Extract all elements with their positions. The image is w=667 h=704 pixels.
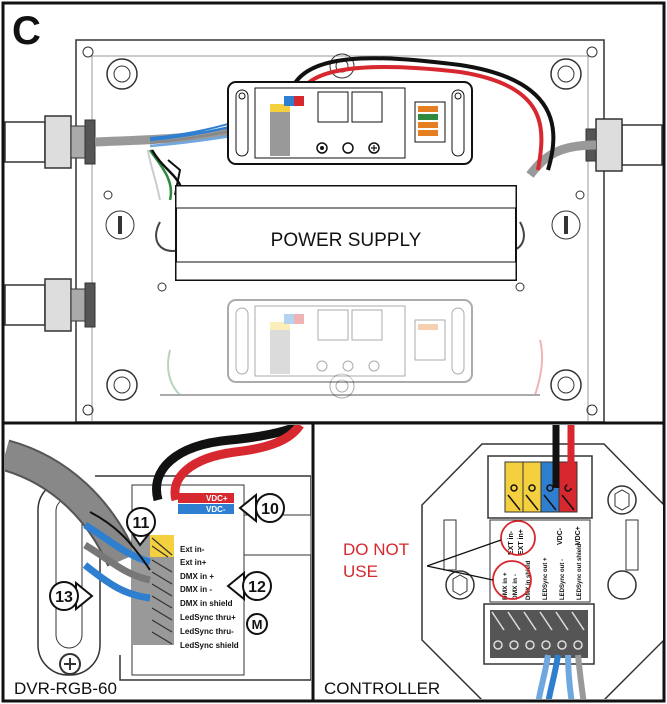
terminal-label: DMX in shield [180, 599, 233, 608]
top-panel: POWER SUPPLY C [4, 9, 663, 423]
terminal-label: LedSync shield [180, 641, 239, 650]
callout-11: 12 [226, 570, 272, 602]
callout-13: 13 [49, 580, 94, 612]
mounting-boss [329, 373, 355, 399]
mounting-boss [551, 210, 581, 240]
terminal-label: Ext in- [180, 545, 205, 554]
warning-text-line1: DO NOT [343, 540, 409, 559]
outgoing-cable [526, 140, 597, 178]
controller-bottom-label: DMX in + [502, 572, 509, 600]
right-panel: EXT in- EXT in+ VDC- VDC+ DMX in + DMX i… [324, 425, 663, 699]
corner-screw [586, 404, 598, 416]
controller-bottom-label: LEDSync out shield [577, 543, 583, 600]
driver-module-faded [160, 299, 544, 396]
warning-text-line2: USE [343, 562, 378, 581]
controller-bottom-label: DMX in - [512, 574, 519, 600]
svg-text:13: 13 [55, 589, 73, 606]
controller-bottom-label: DMX in shield [526, 560, 532, 600]
power-supply-label: POWER SUPPLY [271, 230, 422, 251]
svg-text:M: M [252, 617, 263, 632]
callout-10: 10 [238, 492, 285, 524]
right-panel-caption: CONTROLLER [324, 679, 440, 698]
terminal-label: DMX in - [180, 585, 212, 594]
power-wires [288, 56, 556, 171]
terminal-label: LedSync thru+ [180, 613, 236, 622]
vdc-plus-label: VDC+ [206, 494, 228, 503]
cable-gland-right [585, 118, 663, 172]
corner-screw [586, 46, 598, 58]
figure-letter: C [12, 9, 41, 53]
terminal-label: Ext in+ [180, 558, 207, 567]
svg-text:12: 12 [248, 579, 266, 596]
controller-top-label: EXT in+ [518, 529, 525, 555]
svg-text:11: 11 [133, 515, 150, 532]
corner-screw [82, 46, 94, 58]
cable-gland-left-bottom [4, 278, 96, 332]
mounting-boss [106, 369, 138, 401]
left-panel-caption: DVR-RGB-60 [14, 679, 117, 698]
controller-bottom-label: LEDSync out - [560, 559, 566, 600]
corner-screw [82, 404, 94, 416]
vdc-minus-label: VDC- [206, 505, 226, 514]
terminal-contacts [151, 537, 173, 645]
cable-gland-left-top [4, 115, 96, 169]
warning-circle-ext [500, 520, 536, 556]
controller-bottom-label: LEDSync out + [543, 557, 549, 600]
controller-top-label: VDC- [557, 527, 564, 545]
terminal-label: DMX in + [180, 572, 214, 581]
motor-symbol: M [246, 613, 268, 635]
terminal-label: LedSync thru- [180, 627, 234, 636]
mounting-boss [550, 369, 582, 401]
driver-module-active [227, 81, 473, 165]
svg-text:10: 10 [261, 501, 279, 518]
mounting-boss [105, 210, 135, 240]
power-supply: POWER SUPPLY [155, 185, 525, 281]
mounting-boss [550, 58, 582, 90]
mounting-boss [106, 58, 138, 90]
left-panel: VDC+ VDC- Ext in- Ext in+ DMX in + DMX i… [5, 425, 311, 698]
controller-top-label: VDC+ [575, 526, 582, 545]
controller-top-label: EXT in- [508, 530, 515, 555]
callout-12: 11 [126, 507, 156, 547]
